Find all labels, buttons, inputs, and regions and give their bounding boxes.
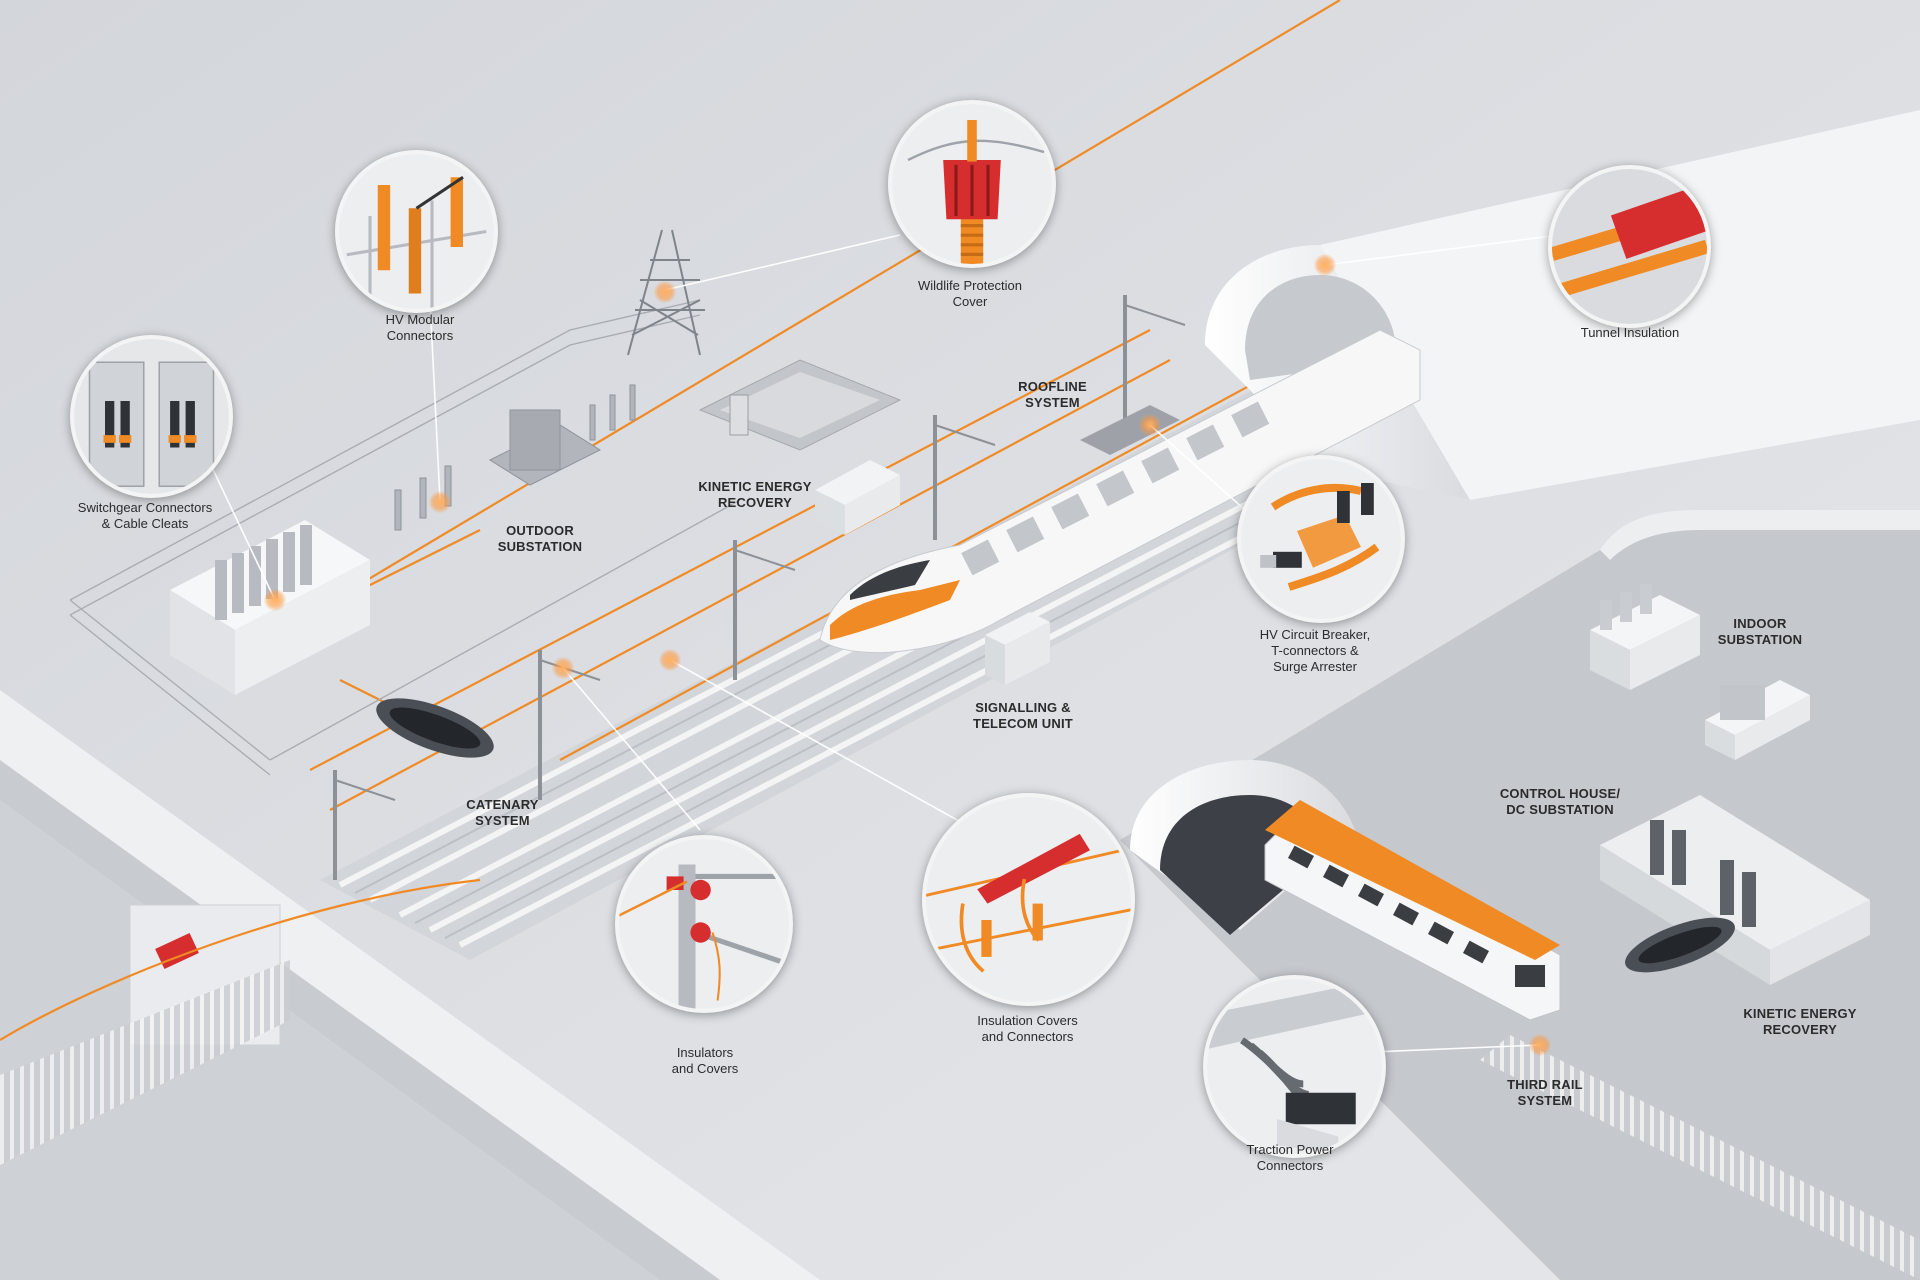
hv-breaker-closeup-icon [1241, 459, 1401, 619]
transmission-pylon [627, 229, 705, 356]
catenary-masts [333, 295, 1127, 880]
bridge-deck [0, 690, 820, 1280]
label-insulation-covers: Insulation Covers and Connectors [977, 1013, 1078, 1044]
label-roofline: ROOFLINE SYSTEM [1018, 379, 1087, 410]
callout-tunnel-insulation[interactable] [1548, 165, 1711, 328]
hotspot-catenary-right[interactable] [659, 649, 681, 671]
hotspot-roofline[interactable] [1139, 414, 1161, 436]
bridge-side [0, 760, 720, 1280]
control-house-building [1600, 795, 1870, 985]
signalling-cabinet [985, 612, 1050, 685]
callout-switchgear[interactable] [70, 335, 233, 498]
label-hv-breaker: HV Circuit Breaker, T-connectors & Surge… [1259, 627, 1371, 674]
hotspot-third-rail[interactable] [1529, 1034, 1551, 1056]
label-catenary: CATENARY SYSTEM [466, 797, 539, 828]
hotspot-tunnel[interactable] [1314, 254, 1336, 276]
label-signalling: SIGNALLING & TELECOM UNIT [973, 700, 1073, 731]
lower-tracks [1480, 1035, 1920, 1280]
high-speed-train [819, 329, 1421, 654]
hotspot-pylon[interactable] [654, 281, 676, 303]
switchgear-container [170, 520, 370, 695]
label-insulators: Insulators and Covers [671, 1045, 739, 1076]
label-hv-modular: HV Modular Connectors [385, 312, 455, 343]
label-outdoor-substation: OUTDOOR SUBSTATION [497, 523, 583, 554]
label-kinetic-energy-top: KINETIC ENERGY RECOVERY [698, 479, 812, 510]
indoor-substation-buildings [1590, 584, 1810, 760]
callout-wildlife[interactable] [888, 100, 1056, 268]
label-traction: Traction Power Connectors [1246, 1142, 1334, 1173]
label-wildlife: Wildlife Protection Cover [917, 278, 1023, 309]
label-switchgear: Switchgear Connectors & Cable Cleats [77, 500, 213, 531]
switchgear-closeup-icon [74, 339, 229, 494]
callout-insulators[interactable] [615, 835, 793, 1013]
outdoor-substation-equipment [394, 384, 636, 531]
callout-hv-breaker[interactable] [1237, 455, 1405, 623]
bridge-red-connector [155, 933, 199, 969]
hotspot-hv-modular[interactable] [429, 491, 451, 513]
callout-hv-modular[interactable] [335, 150, 498, 313]
callout-insulation-covers[interactable] [922, 793, 1135, 1006]
energy-storage-cabinet [815, 460, 900, 535]
insulators-closeup-icon [619, 839, 789, 1009]
label-third-rail: THIRD RAIL SYSTEM [1507, 1077, 1583, 1108]
insulation-covers-closeup-icon [926, 797, 1131, 1002]
label-tunnel-insulation: Tunnel Insulation [1580, 325, 1680, 340]
wildlife-cover-closeup-icon [892, 104, 1052, 264]
traction-connectors-closeup-icon [1207, 979, 1382, 1154]
label-indoor-substation: INDOOR SUBSTATION [1717, 616, 1803, 647]
label-control-house: CONTROL HOUSE/ DC SUBSTATION [1499, 786, 1621, 817]
tunnel-insulation-closeup-icon [1552, 169, 1707, 324]
catenary-arms [334, 304, 1186, 801]
hotspot-switchgear[interactable] [264, 589, 286, 611]
lower-track-bed [0, 960, 290, 1165]
hv-modular-closeup-icon [339, 154, 494, 309]
callout-traction[interactable] [1203, 975, 1386, 1158]
metro-train [1264, 800, 1561, 1021]
label-kinetic-energy-bottom: KINETIC ENERGY RECOVERY [1743, 1006, 1857, 1037]
kinetic-energy-pit [698, 359, 902, 451]
hotspot-catenary-left[interactable] [552, 657, 574, 679]
